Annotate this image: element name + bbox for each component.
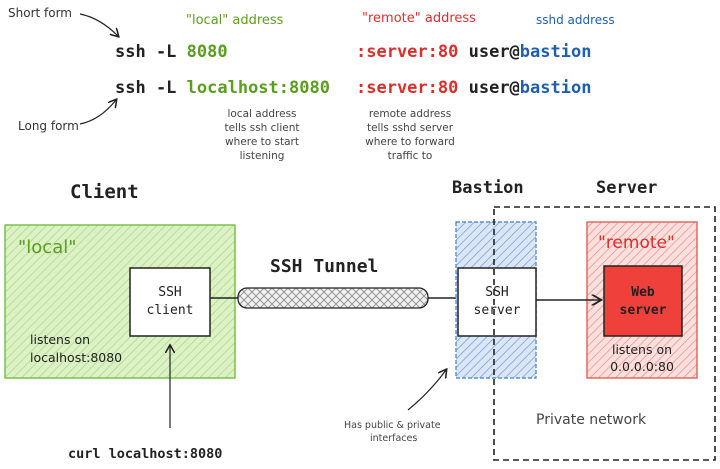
curl-command: curl localhost:8080: [68, 446, 222, 462]
cmd-local: 8080: [187, 42, 228, 62]
remote-note: remote address tells sshd server where t…: [365, 108, 455, 162]
cmd-host: bastion: [520, 42, 592, 62]
cmd-user: user@: [469, 42, 520, 62]
long-form-arrow: [79, 100, 116, 125]
note-line: where to forward: [365, 136, 455, 148]
long-form-label: Long form: [18, 119, 79, 133]
cmd-prefix: ssh -L: [115, 42, 187, 62]
ssh-tunnel: [237, 287, 429, 309]
server-heading: Server: [596, 178, 657, 198]
sshd-address-label: sshd address: [536, 13, 615, 27]
cmd-remote: :server:80: [356, 78, 458, 98]
short-command: ssh -L 8080: [115, 42, 228, 62]
ssh-client-label: client: [147, 303, 194, 318]
short-form-arrow: [79, 13, 118, 36]
local-address-label: "local" address: [186, 13, 284, 28]
ssh-server-label: server: [474, 303, 521, 318]
local-note: local address tells ssh client where to …: [225, 108, 300, 162]
cmd-remote: :server:80: [356, 42, 458, 62]
bastion-note: Has public & private: [344, 420, 441, 431]
note-line: remote address: [369, 108, 451, 120]
long-command-remote: :server:80 user@bastion: [356, 78, 591, 98]
client-listens-address: localhost:8080: [30, 350, 122, 365]
ssh-client-box: [129, 267, 211, 337]
server-remote-tag: "remote": [598, 233, 675, 253]
ssh-server-box: [457, 267, 537, 337]
tunnel-label: SSH Tunnel: [270, 256, 378, 277]
cmd-local: localhost:8080: [187, 78, 330, 98]
server-listens-address: 0.0.0.0:80: [610, 359, 674, 374]
private-network-boundary: [493, 206, 716, 461]
client-heading: Client: [70, 181, 139, 203]
ssh-server-label: SSH: [485, 285, 508, 300]
bastion-note: interfaces: [370, 433, 417, 444]
server-listens: listens on: [612, 342, 672, 357]
remote-address-label: "remote" address: [362, 11, 476, 26]
note-line: tells sshd server: [367, 122, 454, 134]
long-command: ssh -L localhost:8080: [115, 78, 330, 98]
cmd-prefix: ssh -L: [115, 78, 187, 98]
note-line: traffic to: [388, 150, 433, 162]
cmd-user: user@: [469, 78, 520, 98]
web-server-box: [603, 265, 683, 337]
web-server-label: Web: [631, 285, 655, 300]
cmd-host: bastion: [520, 78, 592, 98]
bastion-note-arrow: [407, 370, 446, 411]
private-network-label: Private network: [536, 412, 647, 428]
web-server-label: server: [620, 303, 667, 318]
client-listens: listens on: [30, 332, 90, 347]
client-local-tag: "local": [18, 237, 77, 258]
note-line: tells ssh client: [225, 122, 300, 134]
note-line: listening: [240, 150, 285, 162]
short-form-label: Short form: [8, 6, 72, 20]
note-line: local address: [227, 108, 296, 120]
short-command-remote: :server:80 user@bastion: [356, 42, 591, 62]
bastion-heading: Bastion: [452, 178, 524, 198]
ssh-client-label: SSH: [158, 285, 181, 300]
note-line: where to start: [225, 136, 299, 148]
